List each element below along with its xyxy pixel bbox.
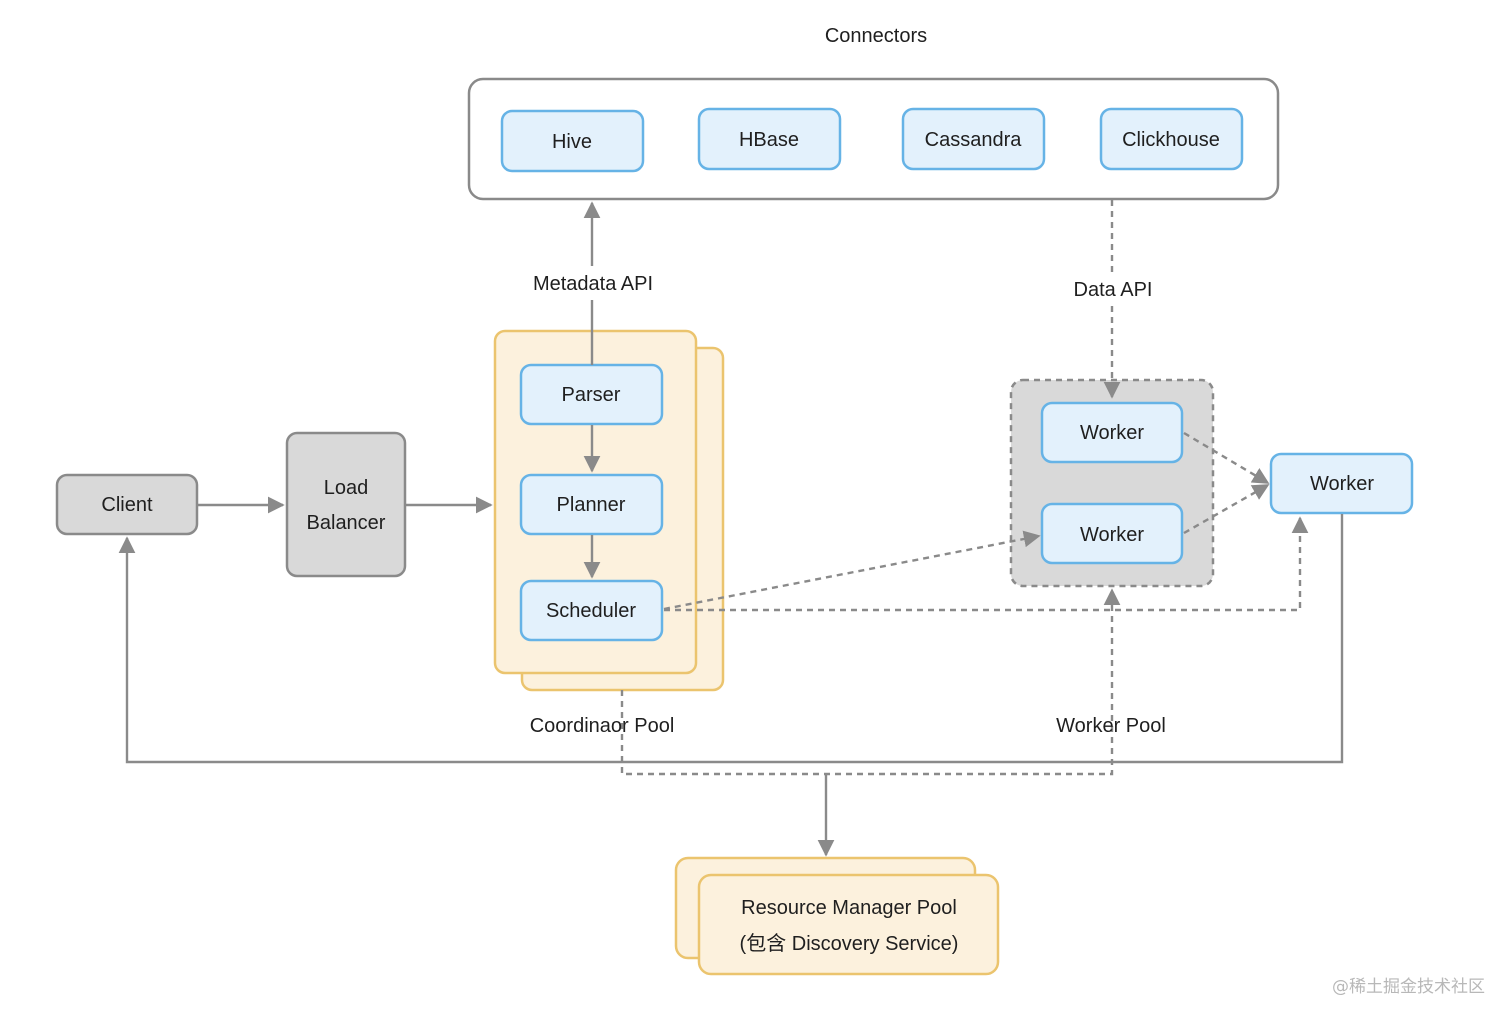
connector-hive[interactable]: Hive [500, 109, 645, 173]
parser-label: Parser [562, 384, 621, 406]
connectors-container [467, 77, 1280, 201]
external-worker[interactable]: Worker [1269, 452, 1414, 515]
load-balancer-label-line2: Balancer [307, 512, 386, 534]
planner-box[interactable]: Planner [519, 473, 664, 536]
pool-worker-2-label: Worker [1080, 524, 1144, 546]
edge-worker-client [118, 514, 1344, 764]
watermark: @稀土掘金技术社区 [1332, 977, 1485, 997]
connector-cassandra-label: Cassandra [925, 129, 1023, 151]
resource-manager-label-line1: Resource Manager Pool [741, 897, 957, 919]
pool-worker-1[interactable]: Worker [1040, 401, 1184, 464]
coordinator-pool-label: Coordinaor Pool [530, 715, 675, 737]
external-worker-label: Worker [1310, 473, 1374, 495]
edge-worker2-external [1183, 483, 1270, 535]
scheduler-box[interactable]: Scheduler [519, 579, 664, 642]
edge-scheduler-external-worker [664, 516, 1309, 612]
connector-cassandra[interactable]: Cassandra [901, 107, 1046, 171]
worker-pool-label: Worker Pool [1056, 715, 1166, 737]
edge-scheduler-worker2 [663, 530, 1041, 611]
pool-worker-1-label: Worker [1080, 422, 1144, 444]
client-label: Client [101, 494, 153, 516]
connector-clickhouse-label: Clickhouse [1122, 129, 1220, 151]
planner-label: Planner [557, 494, 626, 516]
parser-box[interactable]: Parser [519, 363, 664, 426]
load-balancer-box[interactable]: Load Balancer [285, 431, 407, 578]
metadata-api-label: Metadata API [533, 273, 653, 295]
client-box[interactable]: Client [55, 473, 199, 536]
scheduler-label: Scheduler [546, 600, 636, 622]
connectors-title: Connectors [825, 25, 927, 47]
connector-hive-label: Hive [552, 131, 592, 153]
data-api-label: Data API [1074, 279, 1153, 301]
connector-hbase-label: HBase [739, 129, 799, 151]
edge-worker1-external [1183, 431, 1270, 485]
resource-manager-box[interactable]: Resource Manager Pool (包含 Discovery Serv… [697, 873, 1000, 976]
connector-clickhouse[interactable]: Clickhouse [1099, 107, 1244, 171]
load-balancer-label-line1: Load [324, 477, 369, 499]
pool-worker-2[interactable]: Worker [1040, 502, 1184, 565]
connector-hbase[interactable]: HBase [697, 107, 842, 171]
edge-discovery-loop [620, 588, 1121, 776]
resource-manager-label-line2: (包含 Discovery Service) [740, 932, 959, 955]
